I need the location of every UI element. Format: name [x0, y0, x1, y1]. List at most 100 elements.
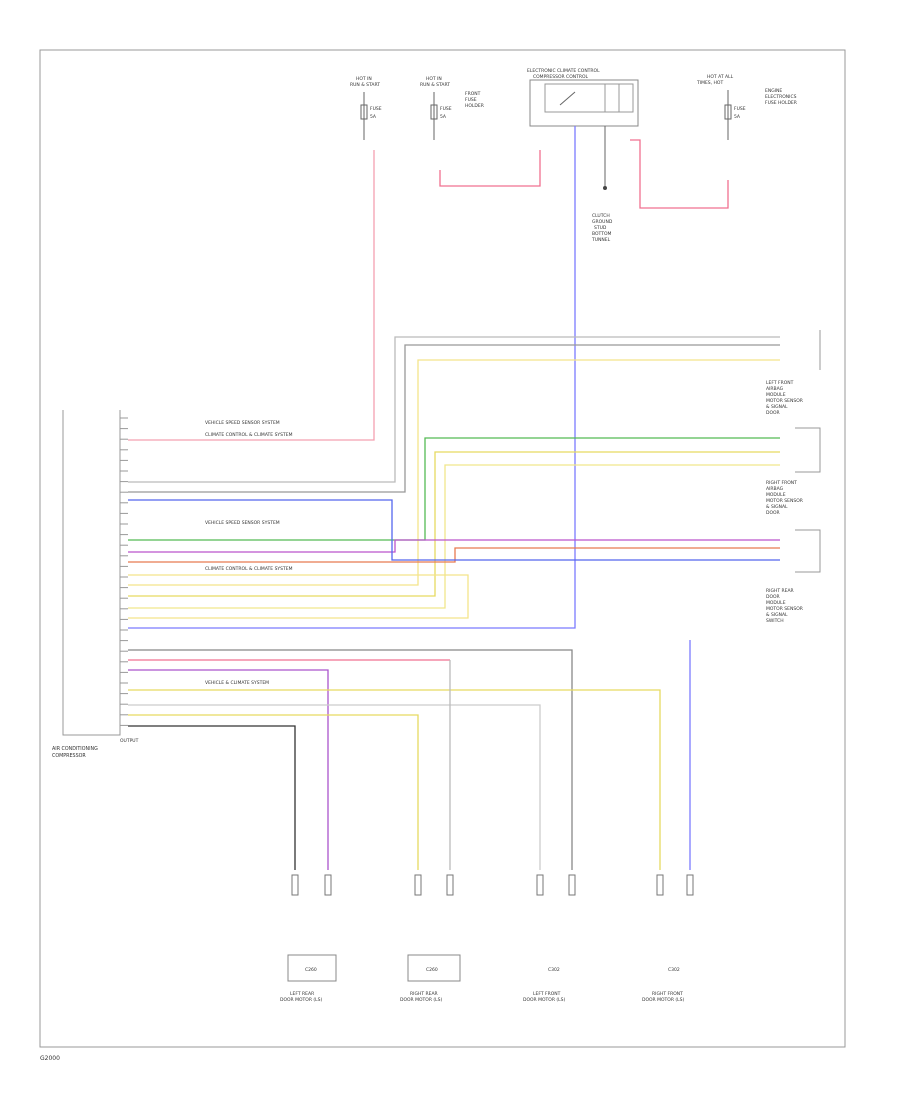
- connector-4-code: C302: [668, 967, 680, 973]
- connector-1-code: C260: [305, 967, 317, 973]
- pin-note-5: VEHICLE & CLIMATE SYSTEM: [205, 680, 269, 686]
- bottom-connector-4: C302 RIGHT FRONT DOOR MOTOR (LS): [642, 967, 684, 1003]
- connector-3-label-b: DOOR MOTOR (LS): [523, 997, 565, 1003]
- connector-3-label-a: LEFT FRONT: [533, 991, 561, 997]
- fuse-3-label-a: HOT AT ALL: [707, 74, 734, 80]
- bottom-connector-3: C302 LEFT FRONT DOOR MOTOR (LS): [523, 967, 565, 1003]
- fuse-2-fuse: FUSE: [440, 106, 452, 112]
- clutch-ground: CLUTCH GROUND STUD BOTTOM TUNNEL: [591, 126, 613, 243]
- wire-yellow-c260b: [128, 714, 419, 870]
- wire-sensor3-purple: [128, 539, 780, 553]
- connector-stubs: [291, 874, 694, 896]
- wire-fuse2-to-relay: [439, 150, 541, 187]
- connector-2-label-a: RIGHT REAR: [410, 991, 438, 997]
- connector-1-label-b: DOOR MOTOR (LS): [280, 997, 322, 1003]
- wire-purple-c260a: [128, 669, 329, 870]
- fuse-2-label-a: HOT IN: [426, 76, 442, 82]
- ground-label-a: CLUTCH: [592, 213, 610, 219]
- sensor-box-right-front: RIGHT FRONT AIRBAG MODULE MOTOR SENSOR &…: [766, 427, 821, 516]
- sensor3-label-c: MODULE: [766, 600, 786, 606]
- wire-sensor1-gray2: [128, 344, 780, 493]
- fuse-2-label-b: RUN & START: [420, 82, 450, 88]
- wire-sensor3-blue: [128, 499, 780, 561]
- connector-2-code: C260: [426, 967, 438, 973]
- wire-yellow-c302b: [128, 689, 661, 870]
- wire-sensor1-gray1: [128, 336, 780, 483]
- pin-note-2: CLIMATE CONTROL & CLIMATE SYSTEM: [205, 432, 293, 438]
- module-pins: [120, 417, 128, 726]
- pin-note-1: VEHICLE SPEED SENSOR SYSTEM: [205, 420, 280, 426]
- sensor3-label-d: MOTOR SENSOR: [766, 606, 803, 612]
- fuse-1: HOT IN RUN & START FUSE 5A: [350, 76, 382, 140]
- wire-white-c302a: [128, 704, 541, 870]
- diagram-frame: [39, 49, 846, 1048]
- wire-sensor2-yellow2: [128, 464, 780, 609]
- sensor2-label-d: MOTOR SENSOR: [766, 498, 803, 504]
- fuse-3-sub-a: ENGINE: [765, 88, 782, 94]
- sensor2-label-b: AIRBAG: [766, 486, 784, 492]
- connector-4-label-a: RIGHT FRONT: [652, 991, 683, 997]
- module-sub-label: OUTPUT: [120, 738, 139, 744]
- sensor-box-right-rear: RIGHT REAR DOOR MODULE MOTOR SENSOR & SI…: [766, 529, 821, 624]
- fuse-2-sub-c: HOLDER: [465, 103, 484, 109]
- ground-label-c: STUD: [594, 225, 607, 231]
- sensor2-label-e: & SIGNAL: [766, 504, 788, 510]
- sensor3-label-a: RIGHT REAR: [766, 588, 794, 594]
- sensor1-label-b: AIRBAG: [766, 386, 784, 392]
- wire-sensor1-yellow: [128, 359, 780, 586]
- fuse-3-rating: 5A: [734, 114, 741, 120]
- sensor2-label-f: DOOR: [766, 510, 780, 516]
- compressor-relay: ELECTRONIC CLIMATE CONTROL COMPRESSOR CO…: [527, 68, 639, 127]
- wire-sensor3-yellow: [128, 574, 469, 619]
- connector-1-label-a: LEFT REAR: [290, 991, 314, 997]
- fuse-1-fuse: FUSE: [370, 106, 382, 112]
- sensor2-label-c: MODULE: [766, 492, 786, 498]
- relay-label-b: COMPRESSOR CONTROL: [533, 74, 589, 80]
- module-outline: [62, 410, 121, 736]
- sensor1-label-e: & SIGNAL: [766, 404, 788, 410]
- fuse-3-sub-b: ELECTRONICS: [765, 94, 797, 100]
- fuse-3: HOT AT ALL TIMES, HOT FUSE 5A ENGINE ELE…: [696, 74, 797, 140]
- ground-label-e: TUNNEL: [591, 237, 611, 243]
- fuse-1-rating: 5A: [370, 114, 377, 120]
- bottom-connector-2: C260 RIGHT REAR DOOR MOTOR (LS): [400, 954, 461, 1003]
- sensor3-label-e: & SIGNAL: [766, 612, 788, 618]
- fuse-3-fuse: FUSE: [734, 106, 746, 112]
- fuse-1-label-a: HOT IN: [356, 76, 372, 82]
- fuse-3-sub-c: FUSE HOLDER: [765, 100, 797, 106]
- sensor-box-left-front: LEFT FRONT AIRBAG MODULE MOTOR SENSOR & …: [766, 330, 821, 416]
- connector-3-code: C302: [548, 967, 560, 973]
- wire-relay-to-fuse3: [630, 139, 729, 209]
- sensor1-label-d: MOTOR SENSOR: [766, 398, 803, 404]
- sensor3-label-f: SWITCH: [766, 618, 784, 624]
- pin-note-4: CLIMATE CONTROL & CLIMATE SYSTEM: [205, 566, 293, 572]
- fuse-2-sub-b: FUSE: [465, 97, 477, 103]
- sensor1-label-c: MODULE: [766, 392, 786, 398]
- wire-black-c260a: [128, 725, 296, 870]
- bottom-connector-1: C260 LEFT REAR DOOR MOTOR (LS): [280, 954, 337, 1003]
- sensor2-label-a: RIGHT FRONT: [766, 480, 797, 486]
- wire-relay-blue: [128, 126, 576, 629]
- fuse-1-label-b: RUN & START: [350, 82, 380, 88]
- fuse-3-label-b: TIMES, HOT: [696, 80, 723, 86]
- ground-label-d: BOTTOM: [592, 231, 612, 237]
- fuse-2: HOT IN RUN & START FUSE 5A FRONT FUSE HO…: [420, 76, 484, 140]
- wire-fuse1-to-module: [128, 150, 375, 441]
- sensor1-label-f: DOOR: [766, 410, 780, 416]
- sensor1-label-a: LEFT FRONT: [766, 380, 794, 386]
- connector-2-label-b: DOOR MOTOR (LS): [400, 997, 442, 1003]
- fuse-2-sub-a: FRONT: [465, 91, 481, 97]
- wire-sensor2-yellow: [128, 451, 780, 597]
- wire-gray-c302a: [128, 649, 573, 870]
- sensor3-label-b: DOOR: [766, 594, 780, 600]
- footer-code: G2000: [40, 1055, 60, 1062]
- pin-note-3: VEHICLE SPEED SENSOR SYSTEM: [205, 520, 280, 526]
- ground-label-b: GROUND: [592, 219, 613, 225]
- relay-label-a: ELECTRONIC CLIMATE CONTROL: [527, 68, 600, 74]
- wire-sensor3-orange: [128, 547, 780, 563]
- module-label-b: COMPRESSOR: [52, 753, 86, 759]
- module-label-a: AIR CONDITIONING: [52, 746, 98, 752]
- connector-4-label-b: DOOR MOTOR (LS): [642, 997, 684, 1003]
- fuse-2-rating: 5A: [440, 114, 447, 120]
